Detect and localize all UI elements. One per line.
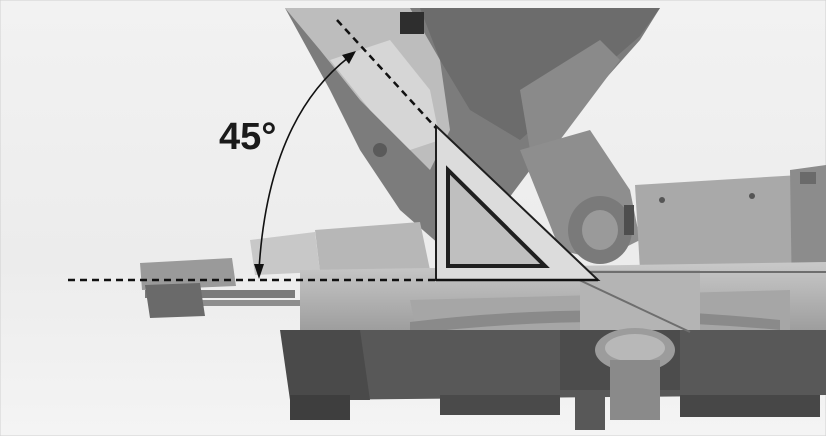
bevel-handle — [560, 328, 680, 430]
set-square — [435, 123, 601, 281]
angle-label: 45° — [219, 116, 277, 158]
blade-reference-line — [336, 19, 437, 129]
fence-left — [250, 222, 430, 275]
arc-arrowhead-top — [342, 51, 356, 64]
saw-table — [280, 262, 826, 400]
saw-feet — [290, 395, 820, 420]
saw-arm — [520, 130, 640, 264]
arc-arrowhead-bottom — [254, 264, 264, 279]
angle-arc — [258, 56, 350, 271]
table-extension — [140, 258, 300, 318]
